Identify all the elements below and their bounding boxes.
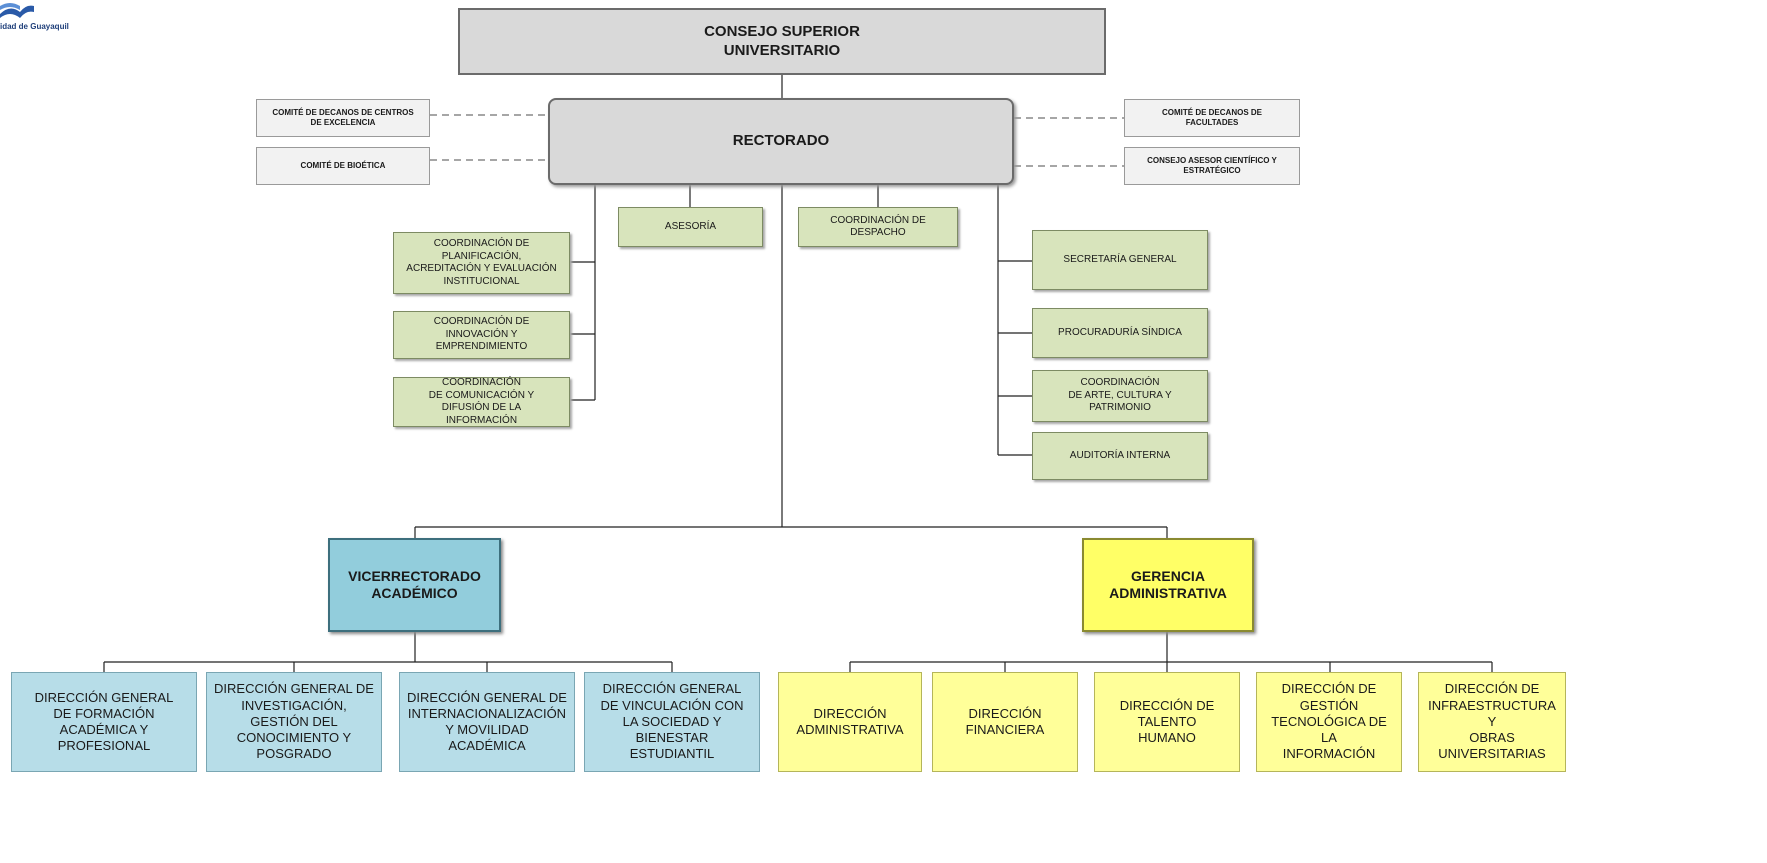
university-logo: idad de Guayaquil — [0, 0, 100, 36]
admin-direction-label: DIRECCIÓN DE INFRAESTRUCTURA Y OBRAS UNI… — [1428, 681, 1556, 762]
admin-direction-box: DIRECCIÓN DE TALENTO HUMANO — [1094, 672, 1240, 772]
rectorado-label: RECTORADO — [732, 132, 830, 150]
admin-direction-box: DIRECCIÓN DE GESTIÓN TECNOLÓGICA DE LA I… — [1256, 672, 1402, 772]
committee-decanos-facultades-label: COMITÉ DE DECANOS DE FACULTADES — [1161, 108, 1262, 127]
secretaria-box: SECRETARÍA GENERAL — [1032, 230, 1208, 290]
asesoria-label: ASESORÍA — [664, 220, 717, 232]
rectorado-box: RECTORADO — [548, 98, 1014, 185]
innovacion-label: COORDINACIÓN DE INNOVACIÓN Y EMPRENDIMIE… — [433, 316, 530, 353]
comunicacion-label: COORDINACIÓN DE COMUNICACIÓN Y DIFUSIÓN … — [428, 377, 535, 426]
despacho-label: COORDINACIÓN DE DESPACHO — [830, 214, 926, 239]
procuraduria-label: PROCURADURÍA SÍNDICA — [1058, 326, 1182, 338]
consejo-superior-box: CONSEJO SUPERIOR UNIVERSITARIO — [458, 8, 1106, 75]
gerencia-label: GERENCIA ADMINISTRATIVA — [1109, 567, 1227, 602]
planificacion-box: COORDINACIÓN DE PLANIFICACIÓN, ACREDITAC… — [393, 232, 570, 294]
committee-decanos-centros-label: COMITÉ DE DECANOS DE CENTROS DE EXCELENC… — [272, 108, 414, 127]
arte-cultura-label: COORDINACIÓN DE ARTE, CULTURA Y PATRIMON… — [1068, 377, 1172, 414]
secretaria-label: SECRETARÍA GENERAL — [1063, 253, 1177, 265]
logo-text: idad de Guayaquil — [0, 22, 69, 31]
vicerrectorado-label: VICERRECTORADO ACADÉMICO — [348, 567, 481, 602]
academic-direction-box: DIRECCIÓN GENERAL DE VINCULACIÓN CON LA … — [584, 672, 760, 772]
admin-direction-box: DIRECCIÓN ADMINISTRATIVA — [778, 672, 922, 772]
auditoria-label: AUDITORÍA INTERNA — [1069, 449, 1171, 461]
consejo-superior-label: CONSEJO SUPERIOR UNIVERSITARIO — [704, 22, 860, 59]
auditoria-box: AUDITORÍA INTERNA — [1032, 432, 1208, 480]
academic-direction-label: DIRECCIÓN GENERAL DE FORMACIÓN ACADÉMICA… — [34, 689, 174, 754]
arte-cultura-box: COORDINACIÓN DE ARTE, CULTURA Y PATRIMON… — [1032, 370, 1208, 422]
admin-direction-label: DIRECCIÓN DE GESTIÓN TECNOLÓGICA DE LA I… — [1271, 681, 1387, 762]
admin-direction-label: DIRECCIÓN DE TALENTO HUMANO — [1119, 697, 1215, 746]
committee-bioetica-label: COMITÉ DE BIOÉTICA — [300, 161, 386, 170]
committee-decanos-centros: COMITÉ DE DECANOS DE CENTROS DE EXCELENC… — [256, 99, 430, 137]
despacho-box: COORDINACIÓN DE DESPACHO — [798, 207, 958, 247]
vicerrectorado-box: VICERRECTORADO ACADÉMICO — [328, 538, 501, 632]
academic-direction-label: DIRECCIÓN GENERAL DE INTERNACIONALIZACIÓ… — [407, 689, 567, 754]
admin-direction-box: DIRECCIÓN FINANCIERA — [932, 672, 1078, 772]
admin-direction-label: DIRECCIÓN FINANCIERA — [965, 705, 1045, 737]
admin-direction-box: DIRECCIÓN DE INFRAESTRUCTURA Y OBRAS UNI… — [1418, 672, 1566, 772]
academic-direction-label: DIRECCIÓN GENERAL DE VINCULACIÓN CON LA … — [600, 681, 744, 762]
innovacion-box: COORDINACIÓN DE INNOVACIÓN Y EMPRENDIMIE… — [393, 311, 570, 359]
academic-direction-box: DIRECCIÓN GENERAL DE FORMACIÓN ACADÉMICA… — [11, 672, 197, 772]
comunicacion-box: COORDINACIÓN DE COMUNICACIÓN Y DIFUSIÓN … — [393, 377, 570, 427]
procuraduria-box: PROCURADURÍA SÍNDICA — [1032, 308, 1208, 358]
academic-direction-box: DIRECCIÓN GENERAL DE INVESTIGACIÓN, GEST… — [206, 672, 382, 772]
consejo-asesor-box: CONSEJO ASESOR CIENTÍFICO Y ESTRATÉGICO — [1124, 147, 1300, 185]
book-logo-icon — [0, 3, 34, 18]
committee-bioetica: COMITÉ DE BIOÉTICA — [256, 147, 430, 185]
academic-direction-box: DIRECCIÓN GENERAL DE INTERNACIONALIZACIÓ… — [399, 672, 575, 772]
academic-direction-label: DIRECCIÓN GENERAL DE INVESTIGACIÓN, GEST… — [214, 681, 374, 762]
gerencia-box: GERENCIA ADMINISTRATIVA — [1082, 538, 1254, 632]
consejo-asesor-label: CONSEJO ASESOR CIENTÍFICO Y ESTRATÉGICO — [1147, 156, 1277, 175]
admin-direction-label: DIRECCIÓN ADMINISTRATIVA — [796, 705, 904, 737]
planificacion-label: COORDINACIÓN DE PLANIFICACIÓN, ACREDITAC… — [406, 238, 557, 287]
committee-decanos-facultades: COMITÉ DE DECANOS DE FACULTADES — [1124, 99, 1300, 137]
asesoria-box: ASESORÍA — [618, 207, 763, 247]
